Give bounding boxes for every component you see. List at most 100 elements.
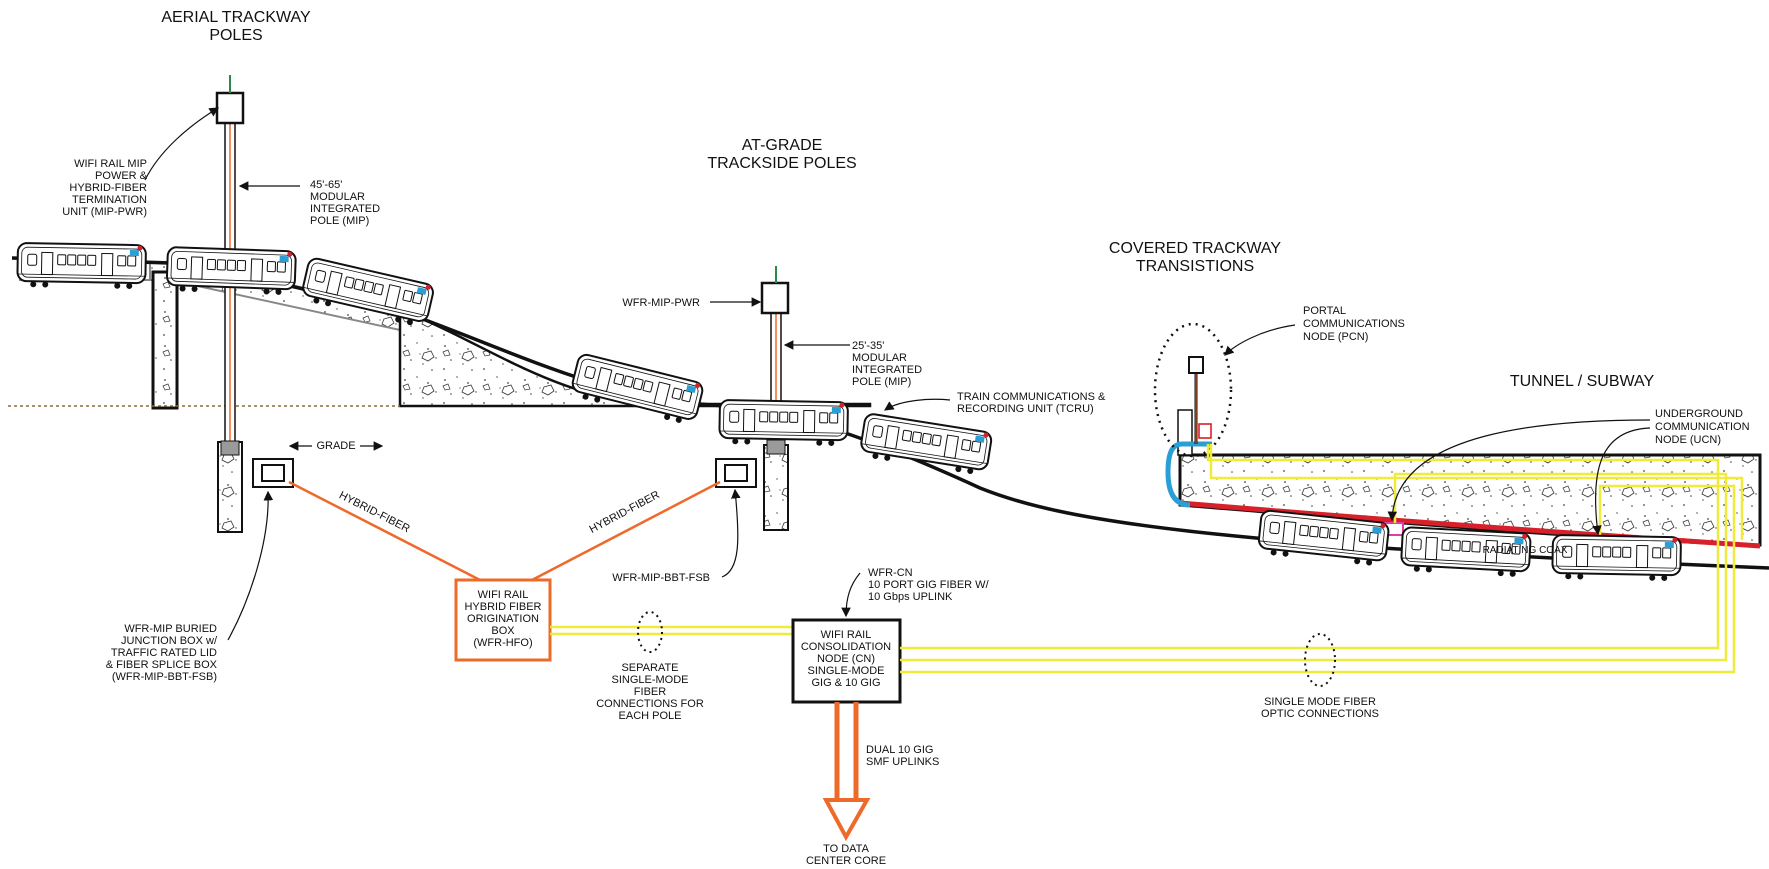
label-mip-pwr-2: POWER & (95, 170, 148, 182)
label-smf-1: SINGLE MODE FIBER (1264, 696, 1376, 708)
fiber-dotted-ring-left (638, 612, 662, 652)
label-pole-grade-1: 25'-35' (852, 340, 884, 352)
label-hfo-3: ORIGINATION (467, 613, 539, 625)
label-pole-aerial-3: INTEGRATED (310, 203, 380, 215)
label-hfo-4: BOX (491, 625, 515, 637)
pcn-head (1189, 357, 1203, 373)
label-junction-4: & FIBER SPLICE BOX (106, 659, 218, 671)
pcn-dotted-ring (1155, 324, 1231, 456)
header-atgrade-line1: AT-GRADE (742, 137, 823, 154)
label-tcru-1: TRAIN COMMUNICATIONS & (957, 391, 1106, 403)
hybrid-fiber-right (532, 482, 720, 580)
leader-mip-pwr (145, 108, 218, 180)
label-junction: WFR-MIP BURIED JUNCTION BOX w/ TRAFFIC R… (106, 623, 218, 683)
data-center-arrow (826, 800, 867, 837)
header-aerial-line2: POLES (209, 27, 262, 44)
label-wfr-mip-pwr: WFR-MIP-PWR (622, 297, 700, 309)
label-junction-2: JUNCTION BOX w/ (121, 635, 218, 647)
label-mip-pwr-1: WIFI RAIL MIP (74, 158, 147, 170)
aerial-pole (217, 75, 243, 532)
label-uplinks-1: DUAL 10 GIG (866, 744, 933, 756)
header-atgrade-line2: TRACKSIDE POLES (707, 155, 856, 172)
label-pcn-1: PORTAL (1303, 305, 1346, 317)
label-junction-1: WFR-MIP BURIED (124, 623, 217, 635)
label-grade: GRADE (316, 440, 355, 452)
leader-cn (846, 573, 860, 616)
label-mip-pwr-4: TERMINATION (72, 194, 147, 206)
grade-pole (762, 266, 788, 530)
fibers-hfo-to-cn (550, 627, 793, 634)
label-bbt-fsb: WFR-MIP-BBT-FSB (612, 572, 710, 584)
label-junction-5: (WFR-MIP-BBT-FSB) (112, 671, 217, 683)
label-separate-3: FIBER (634, 686, 666, 698)
label-separate-1: SEPARATE (621, 662, 678, 674)
header-covered-line1: COVERED TRACKWAY (1109, 240, 1282, 257)
label-datacenter-2: CENTER CORE (806, 855, 886, 867)
grade-foundation (764, 445, 788, 530)
aerial-pole-base (221, 441, 239, 455)
label-uplinks-2: SMF UPLINKS (866, 756, 939, 768)
header-aerial-line1: AERIAL TRACKWAY (161, 9, 311, 26)
label-cn-box-5: GIG & 10 GIG (811, 677, 880, 689)
label-junction-3: TRAFFIC RATED LID (111, 647, 217, 659)
label-smf-2: OPTIC CONNECTIONS (1261, 708, 1379, 720)
grade-pole-base (767, 440, 785, 454)
aerial-pier (153, 272, 177, 408)
label-cn-box-4: SINGLE-MODE (807, 665, 884, 677)
train-car-4 (569, 353, 704, 427)
uplinks (826, 702, 867, 837)
label-pole-grade-2: MODULAR (852, 352, 907, 364)
label-ucn-2: COMMUNICATION (1655, 421, 1750, 433)
label-pole-grade: 25'-35' MODULAR INTEGRATED POLE (MIP) (852, 340, 922, 388)
label-tcru-2: RECORDING UNIT (TCRU) (957, 403, 1094, 415)
aerial-pole-head (217, 93, 243, 123)
pcn-box (1199, 424, 1211, 438)
label-radiating-coax: RADIATING COAX (1483, 545, 1568, 556)
train-car-6 (859, 413, 992, 476)
leader-pcn (1225, 325, 1295, 355)
train-car-5 (719, 400, 848, 446)
section-headers: AERIAL TRACKWAY POLES AT-GRADE TRACKSIDE… (161, 9, 1654, 390)
label-cn-box-3: NODE (CN) (817, 653, 875, 665)
label-pole-grade-4: POLE (MIP) (852, 376, 911, 388)
header-covered-line2: TRANSISTIONS (1136, 258, 1254, 275)
train-car-1 (17, 243, 146, 289)
label-cn-top-1: WFR-CN (868, 567, 913, 579)
junction-box-grade-inner (725, 465, 747, 481)
label-separate: SEPARATE SINGLE-MODE FIBER CONNECTIONS F… (596, 662, 704, 722)
label-cn-box-2: CONSOLIDATION (801, 641, 891, 653)
label-separate-4: CONNECTIONS FOR (596, 698, 704, 710)
label-mip-pwr: WIFI RAIL MIP POWER & HYBRID-FIBER TERMI… (62, 158, 147, 218)
label-ucn-1: UNDERGROUND (1655, 408, 1743, 420)
label-pcn-3: NODE (PCN) (1303, 331, 1368, 343)
hybrid-fiber-left (289, 482, 480, 580)
leader-bbt-fsb (722, 490, 738, 577)
label-cn-top-3: 10 Gbps UPLINK (868, 591, 953, 603)
label-pole-aerial-4: POLE (MIP) (310, 215, 369, 227)
header-tunnel: TUNNEL / SUBWAY (1510, 373, 1655, 390)
train-car-9 (1552, 535, 1681, 581)
label-separate-2: SINGLE-MODE (611, 674, 688, 686)
label-hfo-1: WIFI RAIL (478, 589, 529, 601)
label-pcn-2: COMMUNICATIONS (1303, 318, 1405, 330)
label-pole-aerial: 45'-65' MODULAR INTEGRATED POLE (MIP) (310, 179, 380, 227)
grade-pole-head (762, 283, 788, 313)
junction-box-aerial-inner (262, 465, 284, 481)
leader-tcru (885, 399, 950, 410)
label-pole-aerial-1: 45'-65' (310, 179, 342, 191)
label-hfo-5: (WFR-HFO) (473, 637, 532, 649)
label-separate-5: EACH POLE (619, 710, 682, 722)
label-pole-grade-3: INTEGRATED (852, 364, 922, 376)
label-mip-pwr-5: UNIT (MIP-PWR) (62, 206, 147, 218)
label-pole-aerial-2: MODULAR (310, 191, 365, 203)
label-hybrid-fiber-right: HYBRID-FIBER (588, 489, 662, 536)
label-mip-pwr-3: HYBRID-FIBER (69, 182, 147, 194)
label-hfo-2: HYBRID FIBER (464, 601, 541, 613)
train-car-2 (166, 247, 295, 295)
portal-wall (1178, 410, 1192, 455)
label-datacenter-1: TO DATA (823, 843, 870, 855)
label-ucn-3: NODE (UCN) (1655, 434, 1721, 446)
label-cn-box-1: WIFI RAIL (821, 629, 872, 641)
trains (17, 243, 1681, 581)
